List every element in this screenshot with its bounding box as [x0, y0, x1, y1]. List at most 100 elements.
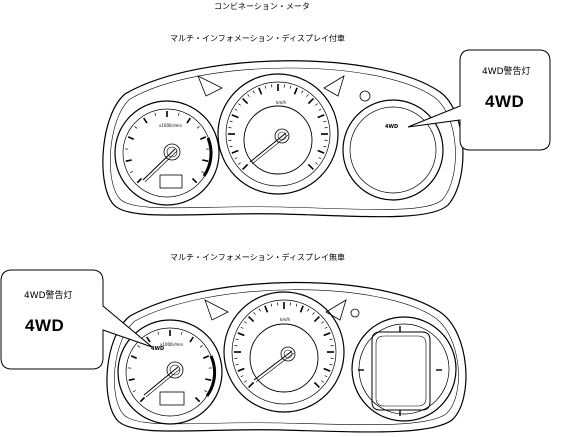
upper-speedometer-minor-tick: [252, 90, 255, 94]
upper-tachometer-minor-tick: [129, 171, 133, 174]
lower-tachometer-redzone: [205, 355, 217, 397]
upper-cluster-housing-inner: [110, 67, 456, 210]
upper-speedometer-minor-tick: [229, 145, 233, 148]
upper-speedometer-minor-tick: [238, 103, 241, 106]
lower-speedometer-minor-tick: [244, 321, 247, 324]
upper-speedometer-minor-tick: [315, 103, 318, 106]
upper-speedometer-bezel: [217, 73, 339, 195]
lower-tachometer-needle: [143, 366, 179, 396]
upper-tachometer-unit: x1000r/min: [159, 123, 183, 128]
lower-tachometer-ticks: [128, 330, 212, 403]
lower-tachometer-hub: [166, 361, 184, 379]
lower-tachometer-minor-tick: [157, 331, 160, 335]
upper-speedometer-minor-tick: [323, 145, 327, 148]
upper-tachometer-major-tick: [199, 136, 207, 140]
lower-right-display-frame: [371, 331, 431, 411]
upper-speedometer-minor-tick: [234, 157, 238, 160]
upper-speedometer-major-tick: [258, 87, 263, 95]
lower-right-display-inner: [375, 335, 427, 407]
lower-speedometer-minor-tick: [324, 375, 328, 378]
upper-tachometer-minor-tick: [201, 171, 205, 174]
upper-speedometer-minor-tick: [247, 94, 250, 97]
lower-tachometer-window: [159, 391, 185, 406]
upper-speedometer-major-tick: [317, 114, 325, 119]
upper-cluster-housing: [102, 60, 464, 218]
upper-tachometer-minor-tick: [177, 112, 180, 116]
upper-tachometer-ticks: [125, 111, 209, 184]
upper-speedometer-minor-tick: [323, 120, 327, 123]
upper-tachometer-bezel: [114, 100, 220, 206]
lower-tachometer-bezel: [117, 319, 223, 425]
upper-tachometer-major-tick: [202, 159, 209, 162]
lower-speedometer-major-tick: [299, 305, 304, 313]
caption-with-multi-display: マルチ・インフォメーション・ディスプレイ付車: [170, 34, 346, 43]
lower-speedometer-inner-ring: [249, 323, 319, 393]
upper-speedometer-ticks: [228, 84, 328, 170]
lower-speedometer-minor-tick: [329, 338, 333, 341]
lower-instrument-cluster: [0, 269, 467, 433]
lower-tachometer-minor-tick: [137, 345, 141, 348]
upper-speedometer-major-tick: [293, 87, 298, 95]
lower-tachometer-major-tick: [205, 378, 212, 381]
lower-speedometer-minor-tick: [307, 308, 310, 312]
upper-tachometer-major-tick: [191, 177, 198, 184]
lower-speedometer-major-tick: [313, 316, 320, 323]
lower-tachometer-major-tick: [146, 336, 151, 343]
upper-tachometer-major-tick: [136, 177, 143, 184]
upper-tachometer-major-tick: [125, 159, 132, 162]
upper-right-gauge-face: [349, 106, 437, 194]
upper-speedometer-needle: [249, 132, 287, 163]
lower-tachometer-major-tick: [202, 355, 210, 359]
lower-speedometer-hub: [280, 346, 296, 362]
lower-left-wing: [204, 299, 229, 321]
lower-cluster-housing: [106, 281, 467, 433]
lower-speedometer-unit: km/h: [280, 317, 291, 322]
lower-right-gauge-face: [358, 323, 450, 415]
upper-left-wing: [197, 75, 223, 97]
upper-speedometer-minor-tick: [315, 162, 318, 165]
upper-speedometer-minor-tick: [306, 94, 309, 97]
upper-speedometer-major-tick: [307, 98, 314, 105]
upper-speedometer-minor-tick: [301, 90, 304, 94]
upper-speedometer-minor-tick: [229, 120, 233, 123]
upper-callout-4wd: 4WD: [485, 92, 525, 111]
upper-speedometer-unit: km/h: [276, 100, 287, 105]
upper-speedometer-major-tick: [242, 98, 249, 105]
upper-small-indicator: [359, 90, 371, 102]
upper-callout-title: 4WD警告灯: [482, 67, 531, 77]
lower-speedometer-minor-tick: [329, 363, 333, 366]
lower-speedometer-major-tick: [264, 305, 269, 313]
lower-small-indicator: [350, 308, 360, 318]
upper-speedometer-major-tick: [242, 163, 249, 170]
upper-tachometer-minor-tick: [134, 126, 138, 129]
lower-speedometer-major-tick: [313, 381, 320, 388]
lower-speedometer-minor-tick: [240, 326, 244, 329]
lower-tachometer-major-tick: [194, 396, 201, 403]
upper-speedometer-minor-tick: [289, 85, 292, 89]
lower-speedometer-ticks: [234, 302, 334, 388]
lower-right-gauge-bezel: [351, 316, 457, 422]
upper-4wd-indicator: 4WD: [385, 124, 399, 130]
upper-tachometer-minor-tick: [154, 112, 157, 116]
lower-tachometer-major-tick: [128, 378, 135, 381]
lower-speedometer-major-tick: [323, 367, 331, 372]
lower-speedometer-major-tick: [237, 367, 245, 372]
upper-speedometer-face: [225, 81, 331, 187]
lower-callout-box: [0, 269, 153, 370]
upper-speedometer-minor-tick: [318, 108, 322, 111]
lower-speedometer-minor-tick: [235, 338, 239, 341]
lower-tachometer-major-tick: [189, 336, 194, 343]
lower-speedometer-minor-tick: [244, 380, 247, 383]
upper-speedometer-minor-tick: [238, 162, 241, 165]
caption-combination-meter: コンビネーション・メータ: [214, 2, 310, 11]
lower-speedometer-minor-tick: [321, 380, 324, 383]
lower-tachometer-minor-tick: [132, 390, 136, 393]
lower-callout-4wd: 4WD: [25, 316, 65, 335]
lower-tachometer-major-tick: [130, 355, 138, 359]
upper-tachometer-major-tick: [127, 136, 135, 140]
upper-right-gauge-bezel: [342, 99, 444, 201]
lower-tachometer-minor-tick: [204, 390, 208, 393]
lower-speedometer-minor-tick: [324, 326, 328, 329]
lower-speedometer-major-tick: [237, 332, 245, 337]
